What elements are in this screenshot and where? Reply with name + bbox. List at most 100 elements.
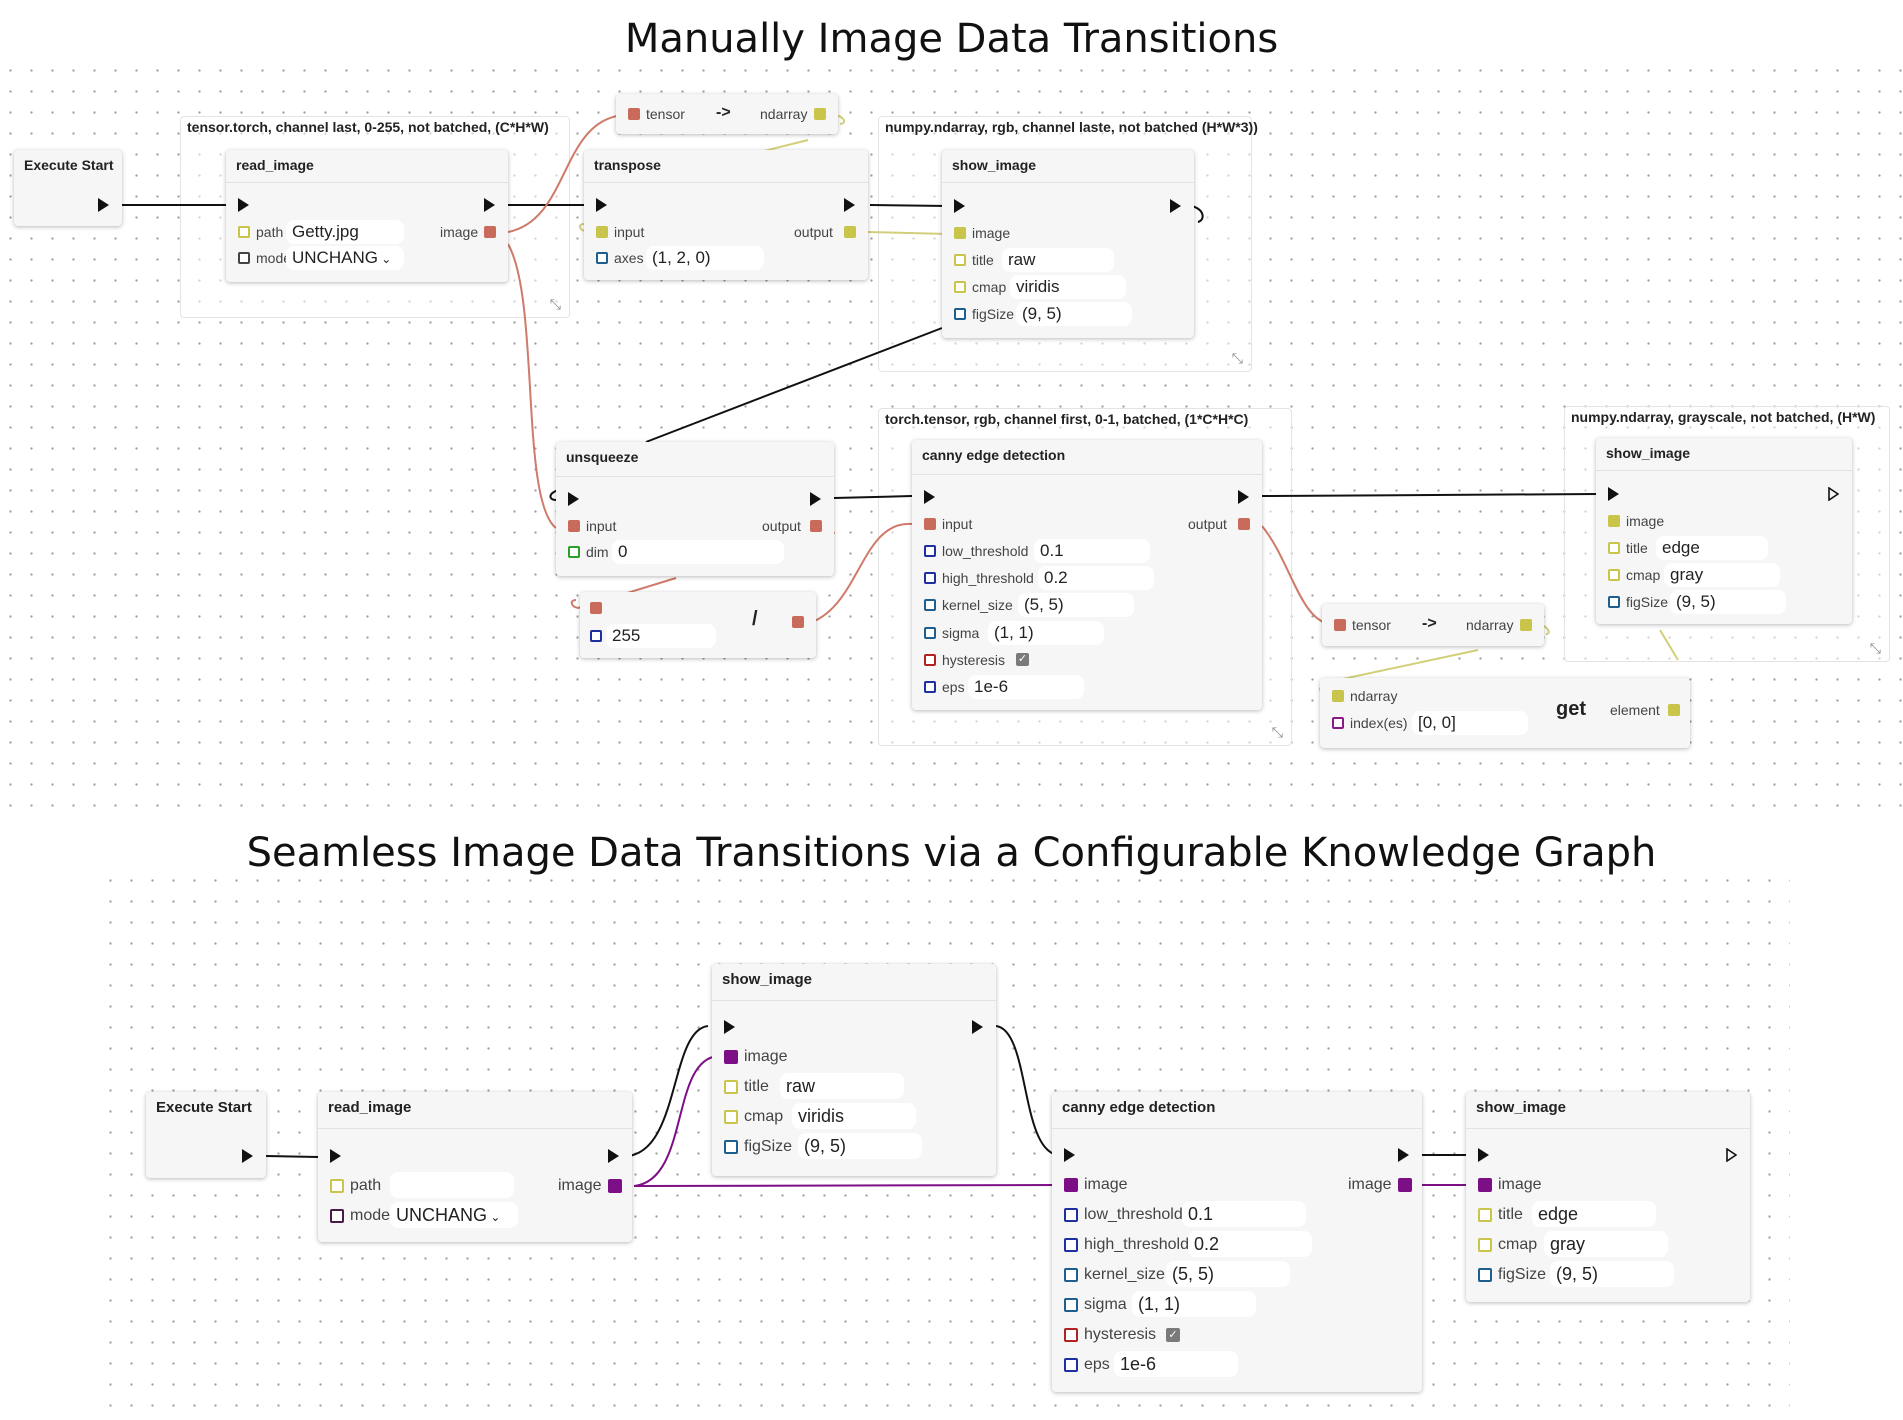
read-image-node[interactable]: read_image path image mode UNCHANG ⌄ [318,1092,632,1242]
path-port[interactable] [330,1179,344,1193]
mode-port[interactable] [330,1209,344,1223]
figsize-input[interactable]: (9, 5) [1550,1261,1674,1287]
path-port[interactable] [238,226,250,238]
sigma-input[interactable]: (1, 1) [1132,1291,1256,1317]
divisor-port[interactable] [590,630,602,642]
exec-in-port[interactable] [924,490,935,504]
sigma-port[interactable] [924,627,936,639]
tensor-to-ndarray-node[interactable]: tensor -> ndarray [616,94,838,134]
exec-in-port[interactable] [1608,487,1619,501]
index-input[interactable]: [0, 0] [1412,711,1528,735]
output-port[interactable] [844,226,856,238]
hysteresis-port[interactable] [924,654,936,666]
show-image-node[interactable]: show_image image title raw cmap viridis … [712,964,996,1176]
axes-input[interactable]: (1, 2, 0) [646,246,764,270]
figsize-input[interactable]: (9, 5) [1670,590,1786,614]
exec-out-port[interactable] [1238,490,1249,504]
title-input[interactable]: raw [1002,248,1114,272]
ndarray-in-port[interactable] [1332,690,1344,702]
cmap-input[interactable]: viridis [792,1103,916,1129]
mode-select[interactable]: UNCHANG ⌄ [286,246,404,270]
exec-in-port[interactable] [1064,1148,1075,1162]
figsize-input[interactable]: (9, 5) [798,1133,922,1159]
show-image-node[interactable]: show_image image title edge cmap gray fi… [1466,1092,1750,1302]
image-port[interactable] [954,227,966,239]
exec-in-port[interactable] [724,1020,735,1034]
title-port[interactable] [1478,1208,1492,1222]
ndarray-out-port[interactable] [814,108,826,120]
exec-out-port[interactable] [810,492,821,506]
execute-start-node[interactable]: Execute Start [146,1092,266,1178]
index-port[interactable] [1332,717,1344,729]
image-port[interactable] [1608,515,1620,527]
low-threshold-input[interactable]: 0.1 [1034,539,1150,563]
show-image-node[interactable]: show_image image title edge cmap gray fi… [1596,438,1852,624]
output-port[interactable] [810,520,822,532]
path-input[interactable] [390,1172,514,1198]
sigma-port[interactable] [1064,1298,1078,1312]
tensor-in-port[interactable] [1334,619,1346,631]
high-threshold-port[interactable] [1064,1238,1078,1252]
dividend-in-port[interactable] [590,602,602,614]
high-threshold-input[interactable]: 0.2 [1038,566,1154,590]
exec-out-port[interactable] [972,1020,983,1034]
cmap-port[interactable] [724,1110,738,1124]
exec-out-port[interactable] [242,1149,253,1163]
unsqueeze-node[interactable]: unsqueeze input output dim 0 [556,442,834,576]
canny-edge-detection-node[interactable]: canny edge detection image image low_thr… [1052,1092,1422,1392]
title-port[interactable] [1608,542,1620,554]
kernel-size-input[interactable]: (5, 5) [1166,1261,1290,1287]
hysteresis-checkbox[interactable]: ✓ [1016,653,1029,666]
cmap-input[interactable]: gray [1664,563,1780,587]
kernel-size-port[interactable] [1064,1268,1078,1282]
low-threshold-port[interactable] [1064,1208,1078,1222]
exec-in-port[interactable] [1478,1148,1489,1162]
exec-out-port[interactable] [1398,1148,1409,1162]
low-threshold-port[interactable] [924,545,936,557]
figsize-input[interactable]: (9, 5) [1016,302,1132,326]
element-out-port[interactable] [1668,704,1680,716]
exec-in-port[interactable] [238,198,249,212]
kernel-size-port[interactable] [924,599,936,611]
eps-port[interactable] [924,681,936,693]
exec-in-port[interactable] [330,1149,341,1163]
exec-out-port[interactable] [1828,487,1839,501]
tensor-to-ndarray-node[interactable]: tensor -> ndarray [1322,604,1544,646]
figsize-port[interactable] [954,308,966,320]
exec-in-port[interactable] [596,198,607,212]
hysteresis-checkbox[interactable]: ✓ [1166,1328,1180,1342]
cmap-port[interactable] [954,281,966,293]
image-in-port[interactable] [1064,1178,1078,1192]
kernel-size-input[interactable]: (5, 5) [1018,593,1134,617]
divisor-input[interactable]: 255 [606,624,716,648]
image-port[interactable] [1478,1178,1492,1192]
exec-out-port[interactable] [484,198,495,212]
axes-port[interactable] [596,252,608,264]
image-port[interactable] [724,1050,738,1064]
output-port[interactable] [1238,518,1250,530]
execute-start-node[interactable]: Execute Start [14,150,122,226]
figsize-port[interactable] [1608,596,1620,608]
exec-out-port[interactable] [844,198,855,212]
input-port[interactable] [568,520,580,532]
mode-select[interactable]: UNCHANG ⌄ [390,1202,518,1228]
image-out-port[interactable] [484,226,496,238]
quotient-out-port[interactable] [792,616,804,628]
ndarray-out-port[interactable] [1520,619,1532,631]
eps-input[interactable]: 1e-6 [1114,1351,1238,1377]
figsize-port[interactable] [724,1140,738,1154]
dim-port[interactable] [568,546,580,558]
show-image-node[interactable]: show_image image title raw cmap viridis … [942,150,1194,338]
canny-edge-detection-node[interactable]: canny edge detection input output low_th… [912,440,1262,710]
figsize-port[interactable] [1478,1268,1492,1282]
cmap-input[interactable]: gray [1544,1231,1668,1257]
title-input[interactable]: edge [1532,1201,1656,1227]
exec-out-port[interactable] [98,198,109,212]
mode-port[interactable] [238,252,250,264]
exec-in-port[interactable] [954,199,965,213]
path-input[interactable]: Getty.jpg [286,220,404,244]
high-threshold-input[interactable]: 0.2 [1188,1231,1312,1257]
high-threshold-port[interactable] [924,572,936,584]
image-out-port[interactable] [1398,1178,1412,1192]
title-port[interactable] [954,254,966,266]
